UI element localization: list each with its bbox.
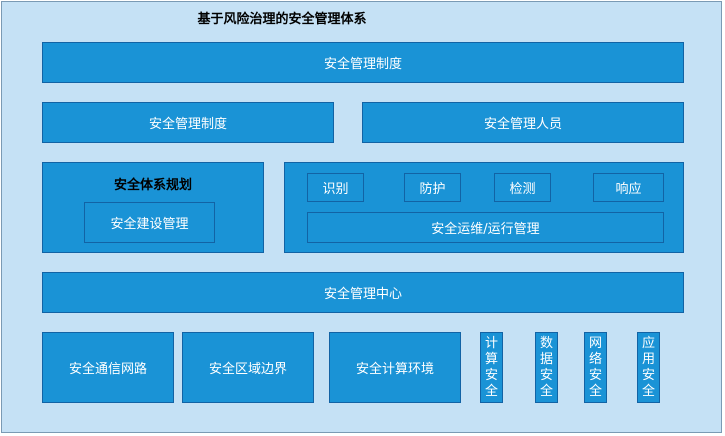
computing-environment-box: 安全计算环境 <box>329 332 461 403</box>
identify-box: 识别 <box>307 173 364 202</box>
management-system-banner: 安全管理制度 <box>42 42 684 83</box>
security-planning-label: 安全体系规划 <box>113 177 192 193</box>
communication-network-box: 安全通信网路 <box>42 332 174 403</box>
management-system-box: 安全管理制度 <box>42 102 334 143</box>
construction-management-box: 安全建设管理 <box>84 202 215 243</box>
data-security-box: 数 据 安 全 <box>535 332 558 403</box>
management-personnel-box: 安全管理人员 <box>362 102 684 143</box>
detect-box: 检测 <box>494 173 551 202</box>
network-security-box: 网 络 安 全 <box>584 332 607 403</box>
computing-security-box: 计 算 安 全 <box>480 332 503 403</box>
area-boundary-box: 安全区域边界 <box>182 332 314 403</box>
respond-box: 响应 <box>593 173 664 202</box>
diagram-title: 基于风险治理的安全管理体系 <box>197 11 367 27</box>
management-center-banner: 安全管理中心 <box>42 272 684 313</box>
protect-box: 防护 <box>404 173 461 202</box>
operations-management-bar: 安全运维/运行管理 <box>307 212 664 243</box>
application-security-box: 应 用 安 全 <box>637 332 660 403</box>
